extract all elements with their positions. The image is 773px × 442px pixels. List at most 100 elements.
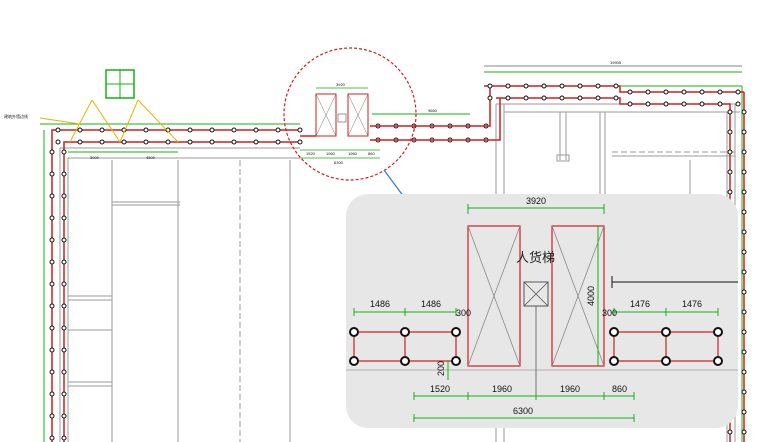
circle-marker-icon xyxy=(505,83,511,89)
circle-marker-icon xyxy=(209,139,215,145)
small-row-dim-2: 1960 xyxy=(326,151,336,156)
circle-marker-icon xyxy=(713,327,723,337)
crane-frame xyxy=(39,69,179,143)
circle-marker-icon xyxy=(741,289,747,295)
mid-dim-text: 9660 xyxy=(428,108,438,113)
circle-marker-icon xyxy=(49,391,55,397)
circle-marker-icon xyxy=(699,89,705,95)
circle-marker-icon xyxy=(681,101,687,107)
elevator-cage-right xyxy=(551,225,605,367)
circle-marker-icon xyxy=(741,369,747,375)
detail-row-dim-1: 1520 xyxy=(430,384,450,394)
circle-marker-icon xyxy=(297,139,303,145)
circle-marker-icon xyxy=(645,101,651,107)
circle-marker-icon xyxy=(727,109,733,115)
circle-marker-icon xyxy=(717,101,723,107)
circle-marker-icon xyxy=(61,259,67,265)
scaffold-band-middle xyxy=(370,86,501,141)
circle-marker-icon xyxy=(663,89,669,95)
small-elevator: 3920 6300 1520 1960 1960 860 xyxy=(300,82,380,165)
circle-marker-icon xyxy=(253,139,259,145)
circle-marker-icon xyxy=(400,327,410,337)
circle-marker-icon xyxy=(741,149,747,155)
circle-marker-icon xyxy=(165,139,171,145)
circle-marker-icon xyxy=(61,237,67,243)
circle-marker-icon xyxy=(577,95,583,101)
circle-marker-icon xyxy=(741,269,747,275)
circle-marker-icon xyxy=(61,413,67,419)
circle-marker-icon xyxy=(349,327,359,337)
circle-marker-icon xyxy=(49,347,55,353)
circle-marker-icon xyxy=(49,369,55,375)
circle-marker-icon xyxy=(61,435,67,441)
circle-marker-icon xyxy=(49,149,55,155)
circle-marker-icon xyxy=(559,95,565,101)
detail-top-dim: 3920 xyxy=(526,196,546,206)
circle-marker-icon xyxy=(727,149,733,155)
circle-marker-icon xyxy=(49,215,55,221)
circle-marker-icon xyxy=(400,356,410,366)
elevator-cage-left xyxy=(467,225,521,367)
circle-marker-icon xyxy=(61,391,67,397)
circle-marker-icon xyxy=(741,329,747,335)
circle-marker-icon xyxy=(661,356,671,366)
circle-marker-icon xyxy=(741,209,747,215)
detail-right-dim-2: 1476 xyxy=(682,299,702,309)
left-seg-dim-2: 4500 xyxy=(146,155,156,160)
circle-marker-icon xyxy=(613,83,619,89)
circle-marker-icon xyxy=(727,189,733,195)
circle-marker-icon xyxy=(741,409,747,415)
circle-marker-icon xyxy=(613,95,619,101)
circle-marker-icon xyxy=(61,325,67,331)
circle-marker-icon xyxy=(49,303,55,309)
circle-marker-icon xyxy=(61,193,67,199)
detail-right-dim-1: 1476 xyxy=(630,299,650,309)
small-bottom-dim: 6300 xyxy=(334,160,344,165)
detail-row-dim-2: 1960 xyxy=(492,384,512,394)
small-top-dim: 3920 xyxy=(336,82,346,87)
circle-marker-icon xyxy=(77,127,83,133)
circle-marker-icon xyxy=(727,429,733,435)
circle-marker-icon xyxy=(741,389,747,395)
circle-marker-icon xyxy=(741,309,747,315)
circle-marker-icon xyxy=(143,127,149,133)
circle-marker-icon xyxy=(49,237,55,243)
circle-marker-icon xyxy=(595,95,601,101)
circle-marker-icon xyxy=(523,95,529,101)
detail-inset: 3920 人货梯 4000 1486 1486 300 xyxy=(346,194,738,428)
circle-marker-icon xyxy=(663,101,669,107)
detail-gap-left: 300 xyxy=(456,308,471,318)
circle-marker-icon xyxy=(121,139,127,145)
circle-marker-icon xyxy=(741,189,747,195)
circle-marker-icon xyxy=(741,109,747,115)
circle-marker-icon xyxy=(61,281,67,287)
circle-marker-icon xyxy=(451,356,461,366)
circle-marker-icon xyxy=(595,83,601,89)
detail-markers xyxy=(349,327,723,366)
circle-marker-icon xyxy=(741,349,747,355)
left-seg-dim-1: 3000 xyxy=(90,155,100,160)
circle-marker-icon xyxy=(187,127,193,133)
circle-marker-icon xyxy=(231,139,237,145)
scaffold-band-left xyxy=(51,129,300,442)
circle-marker-icon xyxy=(609,356,619,366)
zoom-circle xyxy=(283,47,417,181)
circle-marker-icon xyxy=(61,171,67,177)
detail-left-dim-1: 1486 xyxy=(370,299,390,309)
circle-marker-icon xyxy=(49,193,55,199)
circle-marker-icon xyxy=(99,127,105,133)
small-row-dim-1: 1520 xyxy=(306,151,316,156)
left-note-text: 建筑外墙边线 xyxy=(4,113,28,119)
circle-marker-icon xyxy=(741,169,747,175)
circle-marker-icon xyxy=(661,327,671,337)
circle-marker-icon xyxy=(627,101,633,107)
circle-marker-icon xyxy=(49,281,55,287)
circle-marker-icon xyxy=(49,259,55,265)
circle-marker-icon xyxy=(645,89,651,95)
circle-marker-icon xyxy=(61,369,67,375)
detail-small-vertical: 200 xyxy=(436,361,446,376)
circle-marker-icon xyxy=(209,127,215,133)
detail-row-dim-4: 860 xyxy=(612,384,627,394)
circle-marker-icon xyxy=(275,127,281,133)
